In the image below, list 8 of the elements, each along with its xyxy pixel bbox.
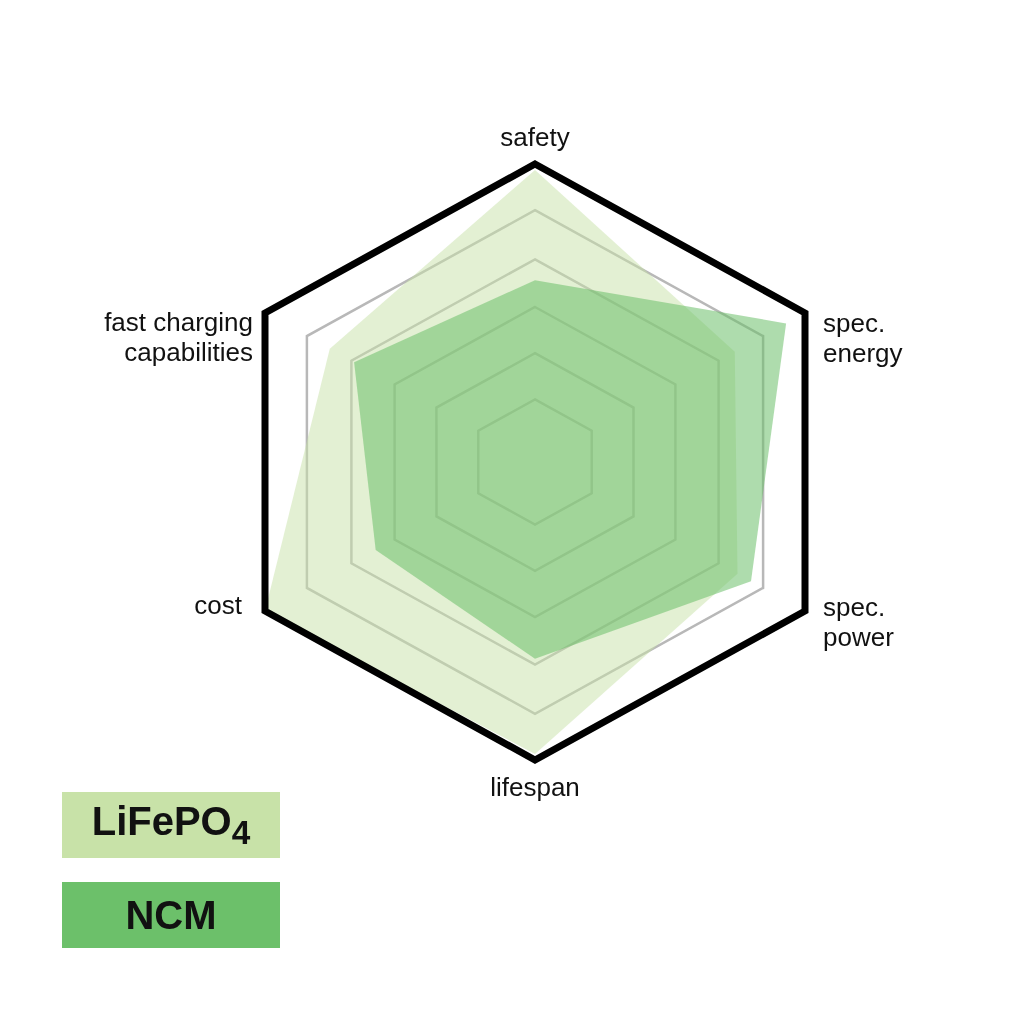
legend-label: LiFePO$_{4}$ [91,798,251,852]
legend-label: NCM [125,892,217,938]
axis-label: spec. power [823,592,895,652]
axis-label: fast charging capabilities [103,307,253,367]
axis-label: spec. energy [823,308,904,368]
axis-label: safety [499,122,571,152]
axis-label: cost [193,590,242,620]
axis-label: lifespan [489,772,581,802]
